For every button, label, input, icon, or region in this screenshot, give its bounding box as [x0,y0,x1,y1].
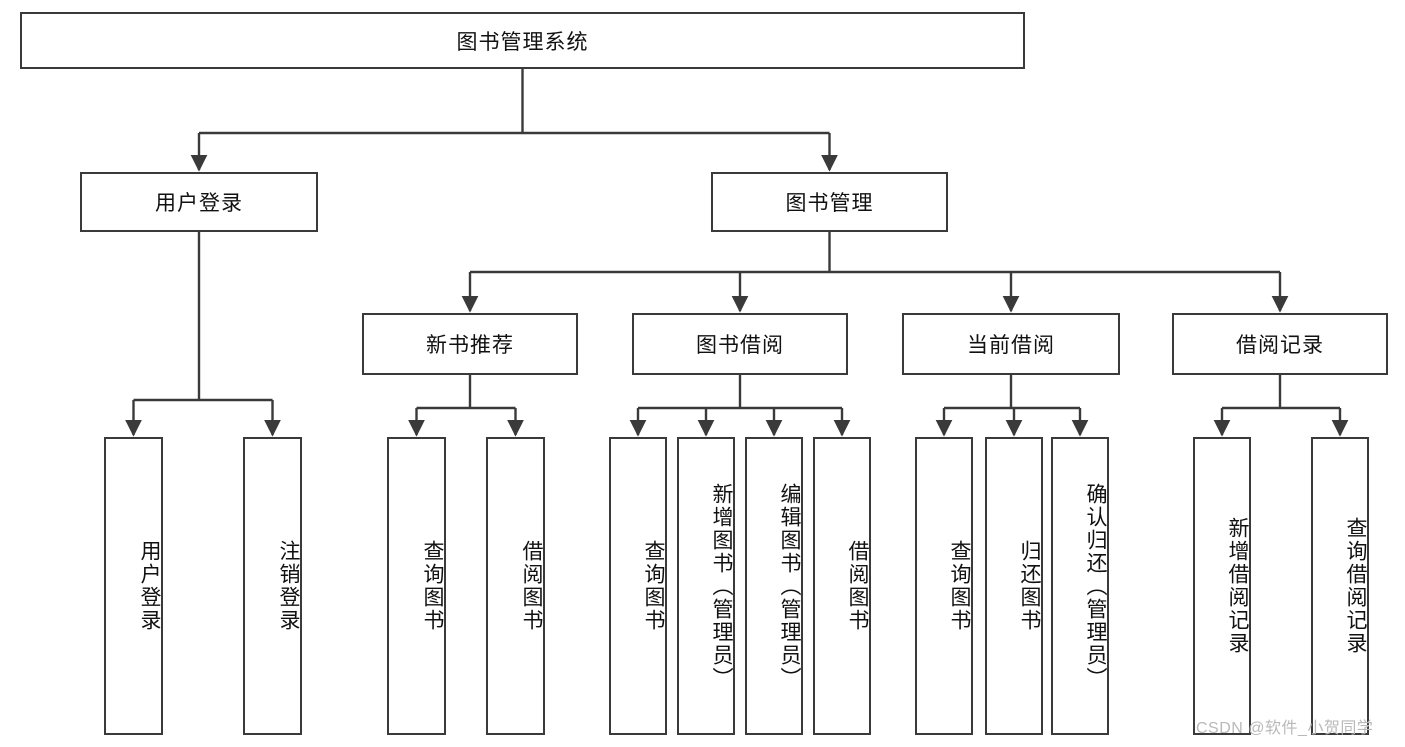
node-leaf-logout-login[interactable]: 注销登录 [243,437,302,735]
node-leaf-query-borrow-record[interactable]: 查询借阅记录 [1311,437,1369,735]
node-leaf-query-book-recommend[interactable]: 查询图书 [387,437,446,735]
node-label: 新书推荐 [426,334,514,357]
node-leaf-add-borrow-record[interactable]: 新增借阅记录 [1193,437,1251,735]
node-label: 图书管理 [785,192,874,215]
node-leaf-query-book-borrow[interactable]: 查询图书 [609,437,667,735]
node-label: 查询图书 [642,540,665,632]
node-root[interactable]: 图书管理系统 [20,12,1025,69]
node-label: 编辑图书（管理员） [778,482,801,690]
node-leaf-edit-book-admin[interactable]: 编辑图书（管理员） [745,437,803,735]
node-label: 注销登录 [277,540,300,632]
node-leaf-user-login[interactable]: 用户登录 [104,437,163,735]
node-leaf-return-book[interactable]: 归还图书 [985,437,1043,735]
node-label: 查询图书 [948,540,971,632]
node-leaf-confirm-return-admin[interactable]: 确认归还（管理员） [1051,437,1109,735]
node-current-borrow[interactable]: 当前借阅 [902,313,1120,375]
node-label: 借阅图书 [846,540,869,632]
node-book-manage[interactable]: 图书管理 [711,172,948,232]
node-leaf-query-book-current[interactable]: 查询图书 [915,437,973,735]
node-new-book-recommend[interactable]: 新书推荐 [362,313,578,375]
node-label: 用户登录 [138,540,161,632]
node-label: 查询图书 [421,540,444,632]
node-leaf-add-book-admin[interactable]: 新增图书（管理员） [677,437,735,735]
node-label: 新增图书（管理员） [710,482,733,690]
node-label: 借阅记录 [1236,334,1324,357]
node-label: 图书管理系统 [456,30,589,54]
node-label: 借阅图书 [520,540,543,632]
node-label: 新增借阅记录 [1226,517,1249,655]
node-borrow-record[interactable]: 借阅记录 [1172,313,1388,375]
node-label: 图书借阅 [696,334,784,357]
node-user-login[interactable]: 用户登录 [80,172,318,232]
node-leaf-borrow-book-recommend[interactable]: 借阅图书 [486,437,545,735]
node-label: 用户登录 [155,192,243,215]
node-label: 确认归还（管理员） [1084,482,1107,690]
node-label: 查询借阅记录 [1344,517,1367,655]
node-label: 归还图书 [1018,540,1041,632]
node-leaf-borrow-book[interactable]: 借阅图书 [813,437,871,735]
node-book-borrow[interactable]: 图书借阅 [632,313,848,375]
node-label: 当前借阅 [967,334,1055,357]
